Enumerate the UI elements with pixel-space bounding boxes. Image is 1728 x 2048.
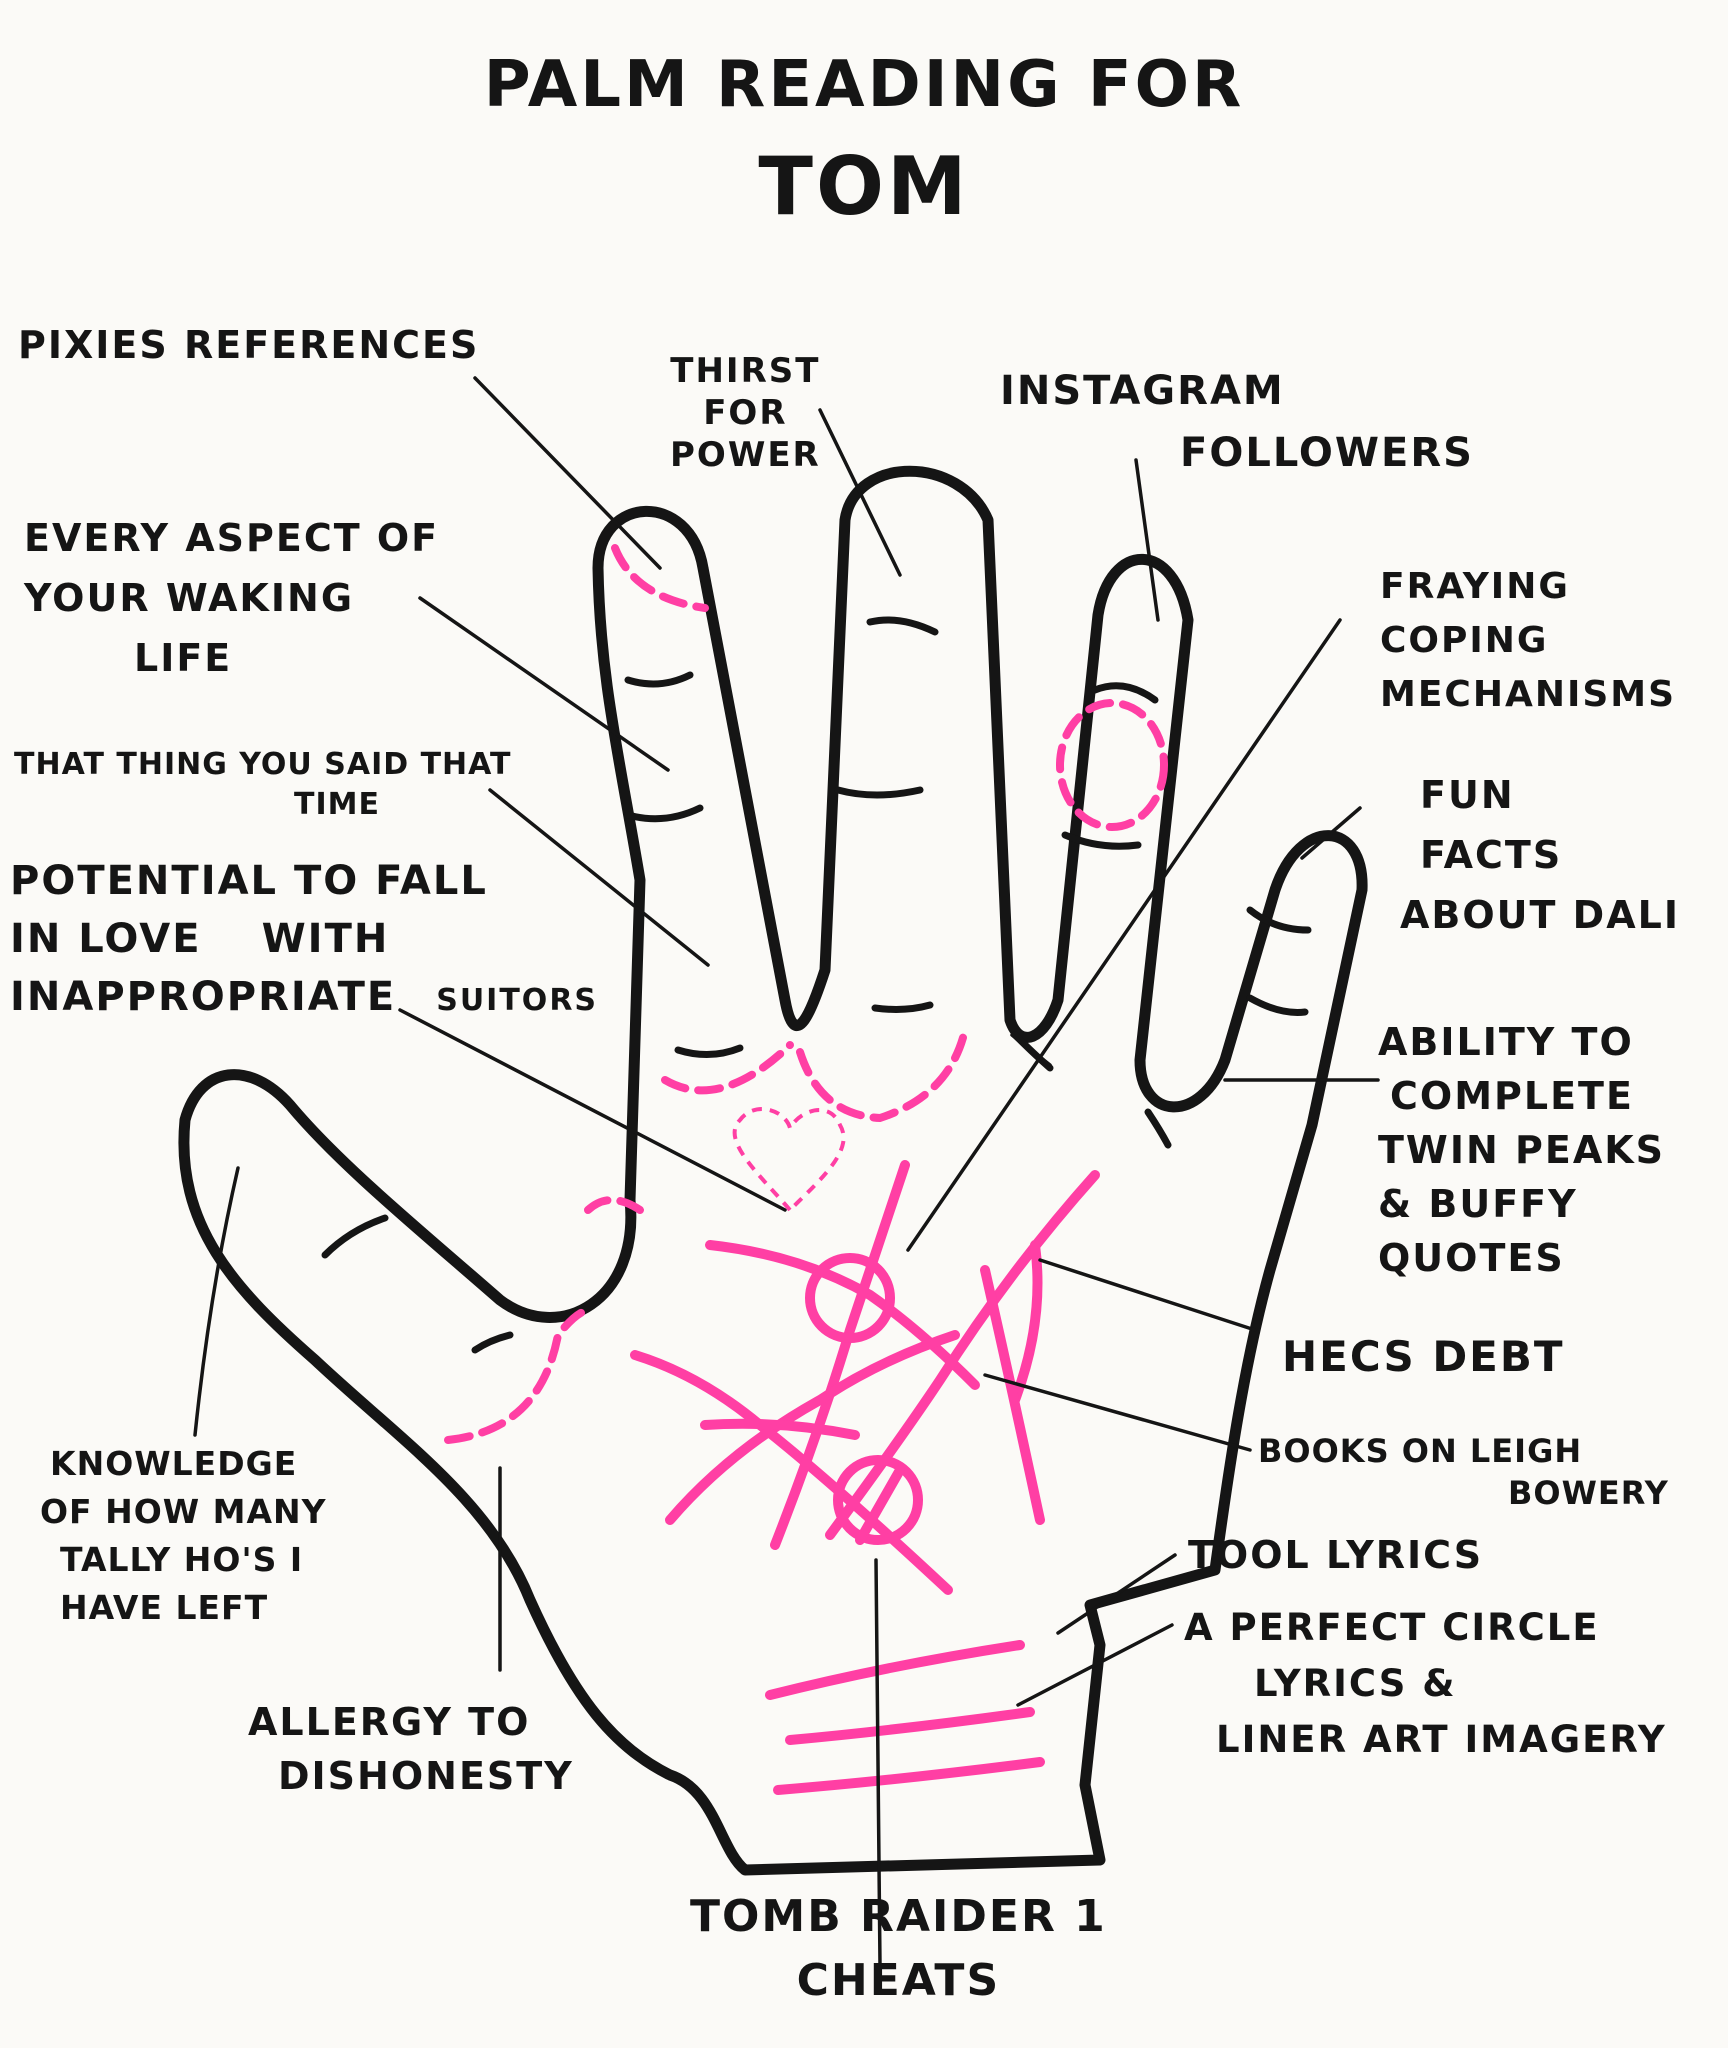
page-subtitle: TOM [758, 140, 970, 233]
finger-creases [321, 616, 1312, 1354]
page-title: PALM READING FOR [483, 48, 1245, 122]
leader-lines [193, 376, 1380, 1967]
label-pixies-references: PIXIES REFERENCES [18, 323, 480, 367]
label-hecs-debt: HECS DEBT [1282, 1332, 1565, 1381]
pink-palm-lines [630, 1160, 1100, 1795]
dashed-heart [732, 1107, 846, 1213]
hand-outline [178, 465, 1368, 1876]
label-tool-lyrics: TOOL LYRICS [1188, 1533, 1484, 1577]
pink-dashed-marks [444, 544, 1168, 1444]
